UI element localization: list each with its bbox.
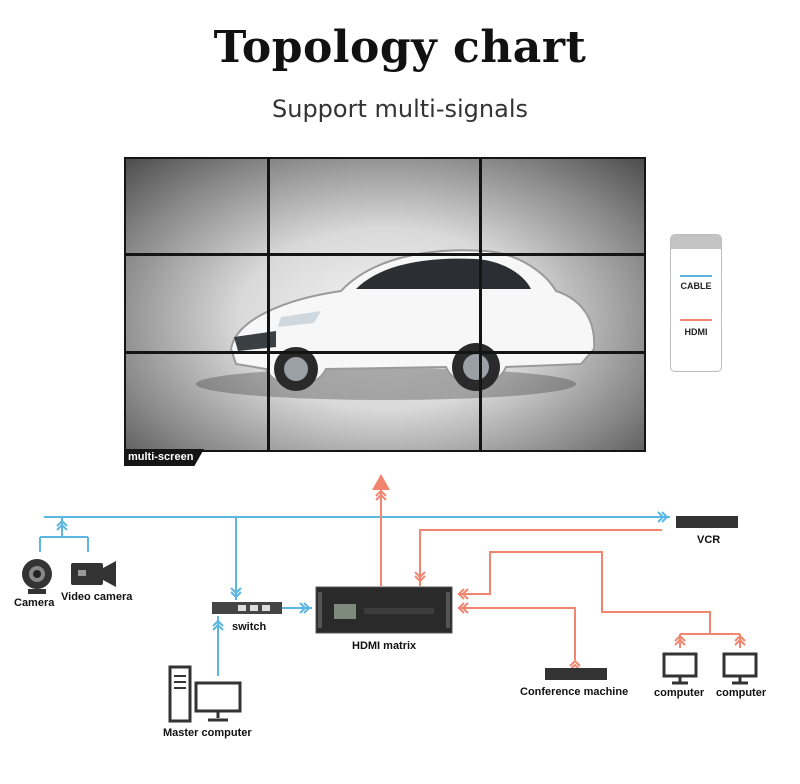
computer-label: computer bbox=[716, 687, 767, 699]
multi-screen-tag: multi-screen bbox=[124, 449, 204, 466]
conference-machine-icon bbox=[545, 668, 607, 680]
video-camera-icon bbox=[71, 561, 116, 587]
hdmi-matrix-label: HDMI matrix bbox=[352, 640, 417, 652]
wall-seam bbox=[267, 157, 270, 452]
master-computer-label: Master computer bbox=[163, 727, 252, 739]
wall-seam bbox=[479, 157, 482, 452]
vcr-icon bbox=[676, 516, 738, 528]
hdmi-computers bbox=[458, 551, 711, 634]
video-camera-label: Video camera bbox=[61, 591, 133, 603]
camera-label: Camera bbox=[14, 597, 55, 609]
legend-cable-line bbox=[680, 275, 712, 277]
legend-cable-label: CABLE bbox=[680, 281, 712, 291]
hdmi-matrix-icon bbox=[315, 586, 453, 634]
page-title: Topology chart bbox=[213, 22, 587, 73]
hdmi-conference bbox=[458, 607, 576, 660]
computer-icon bbox=[722, 652, 758, 685]
legend: CABLE HDMI bbox=[670, 234, 722, 372]
video-wall bbox=[124, 157, 646, 452]
legend-hdmi-line bbox=[680, 319, 712, 321]
conference-machine-label: Conference machine bbox=[520, 686, 629, 698]
hdmi-vcr bbox=[419, 529, 662, 586]
wall-seam bbox=[124, 351, 646, 354]
switch-icon bbox=[212, 602, 282, 614]
cable-camera-branch bbox=[39, 517, 89, 552]
vcr-label: VCR bbox=[697, 534, 721, 546]
camera-icon bbox=[22, 559, 52, 594]
computer-icon bbox=[662, 652, 698, 685]
hdmi-arrows bbox=[375, 489, 746, 671]
legend-hdmi-label: HDMI bbox=[684, 327, 708, 337]
legend-header bbox=[671, 235, 721, 249]
hdmi-arrowheads bbox=[372, 474, 390, 490]
wall-seam bbox=[124, 253, 646, 256]
switch-label: switch bbox=[232, 621, 267, 633]
cable-arrows bbox=[56, 511, 669, 631]
master-computer-icon bbox=[168, 665, 242, 723]
page-subtitle: Support multi-signals bbox=[272, 95, 528, 123]
hdmi-computer-branch bbox=[679, 633, 741, 648]
computer-label: computer bbox=[654, 687, 705, 699]
